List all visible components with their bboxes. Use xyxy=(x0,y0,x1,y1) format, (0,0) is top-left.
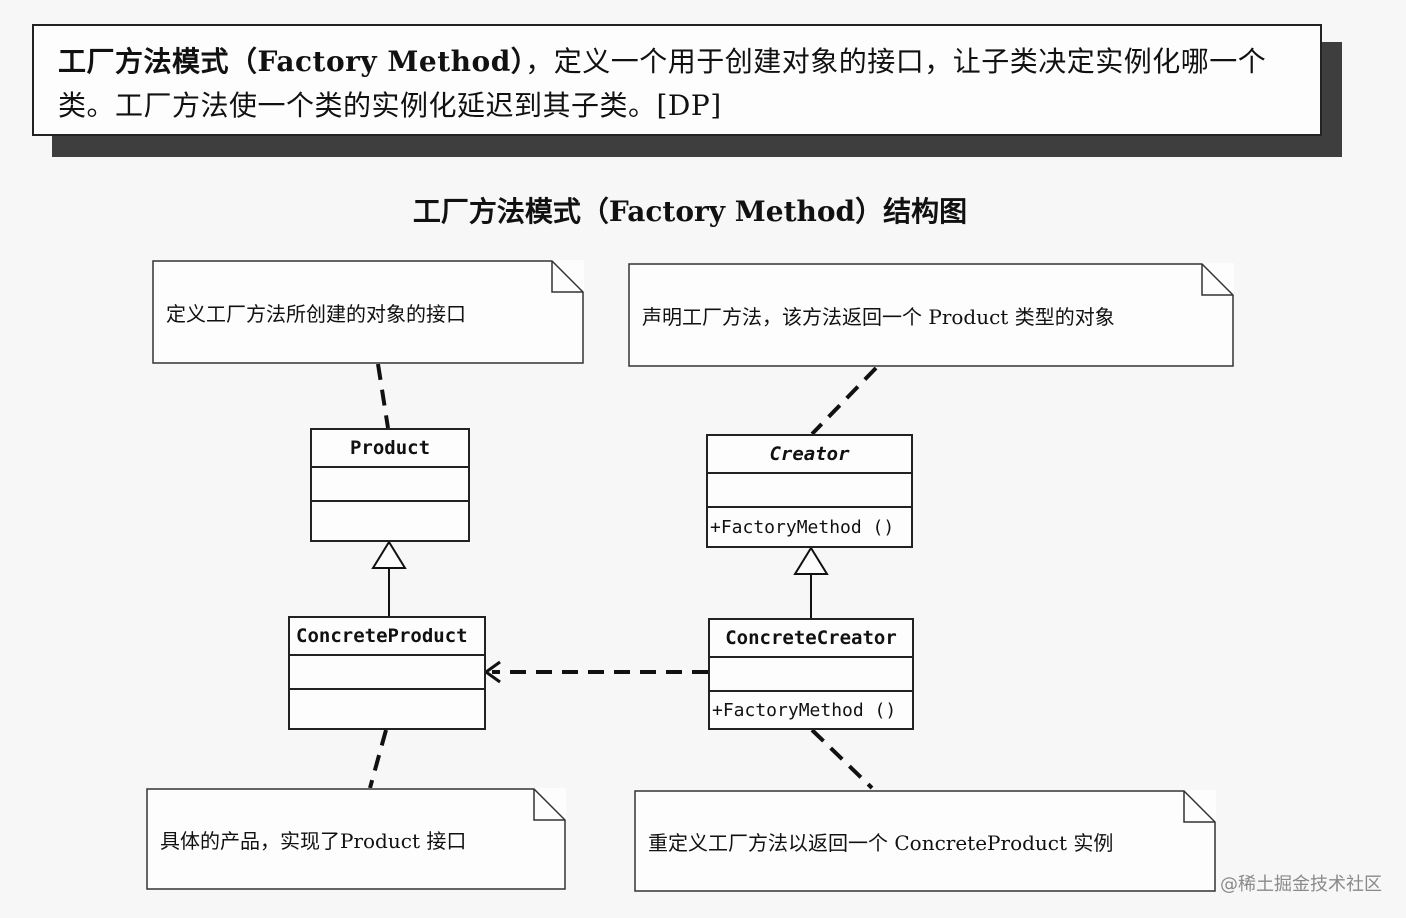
note-concrete-creator: 重定义工厂方法以返回一个 ConcreteProduct 实例 xyxy=(634,790,1216,892)
class-concrete-creator-operation: +FactoryMethod () xyxy=(712,699,897,721)
class-product-operations xyxy=(312,502,468,540)
class-concrete-creator-name: ConcreteCreator xyxy=(710,620,912,658)
class-creator-name: Creator xyxy=(708,436,911,474)
inheritance-arrow-product xyxy=(371,540,407,569)
note-creator-text: 声明工厂方法，该方法返回一个 Product 类型的对象 xyxy=(642,304,1115,329)
note-link-creator xyxy=(810,366,878,436)
class-concrete-product: ConcreteProduct xyxy=(288,616,486,730)
watermark: @稀土掘金技术社区 xyxy=(1220,874,1382,895)
note-creator: 声明工厂方法，该方法返回一个 Product 类型的对象 xyxy=(628,263,1234,367)
class-product: Product xyxy=(310,428,470,542)
class-creator-operation: +FactoryMethod () xyxy=(710,516,895,538)
note-concrete-creator-text: 重定义工厂方法以返回一个 ConcreteProduct 实例 xyxy=(648,830,1114,855)
dependency-arrowhead xyxy=(483,660,501,684)
definition-text: ，定义一个用于创建对象的接口，让子类决定实例化哪一个类。工厂方法使一个类的实例化… xyxy=(58,45,1267,122)
class-concrete-product-attributes xyxy=(290,656,484,690)
class-product-name: Product xyxy=(312,430,468,468)
note-product-text: 定义工厂方法所创建的对象的接口 xyxy=(166,301,466,326)
note-concrete-product: 具体的产品，实现了Product 接口 xyxy=(146,788,566,890)
class-concrete-product-name: ConcreteProduct xyxy=(290,618,484,656)
class-concrete-creator-attributes xyxy=(710,658,912,692)
note-link-product xyxy=(376,363,390,429)
definition-pattern-name: 工厂方法模式（Factory Method） xyxy=(58,45,526,78)
class-creator-attributes xyxy=(708,474,911,508)
class-concrete-product-operations xyxy=(290,690,484,728)
class-product-attributes xyxy=(312,468,468,502)
definition-box: 工厂方法模式（Factory Method），定义一个用于创建对象的接口，让子类… xyxy=(32,24,1322,136)
inheritance-arrow-creator xyxy=(793,546,829,575)
note-product: 定义工厂方法所创建的对象的接口 xyxy=(152,260,584,364)
note-concrete-product-text: 具体的产品，实现了Product 接口 xyxy=(160,828,467,853)
note-link-concrete-product xyxy=(368,729,388,789)
diagram-title: 工厂方法模式（Factory Method）结构图 xyxy=(412,195,968,228)
class-concrete-creator: ConcreteCreator +FactoryMethod () xyxy=(708,618,914,730)
note-link-concrete-creator xyxy=(810,728,874,790)
class-creator: Creator +FactoryMethod () xyxy=(706,434,913,548)
